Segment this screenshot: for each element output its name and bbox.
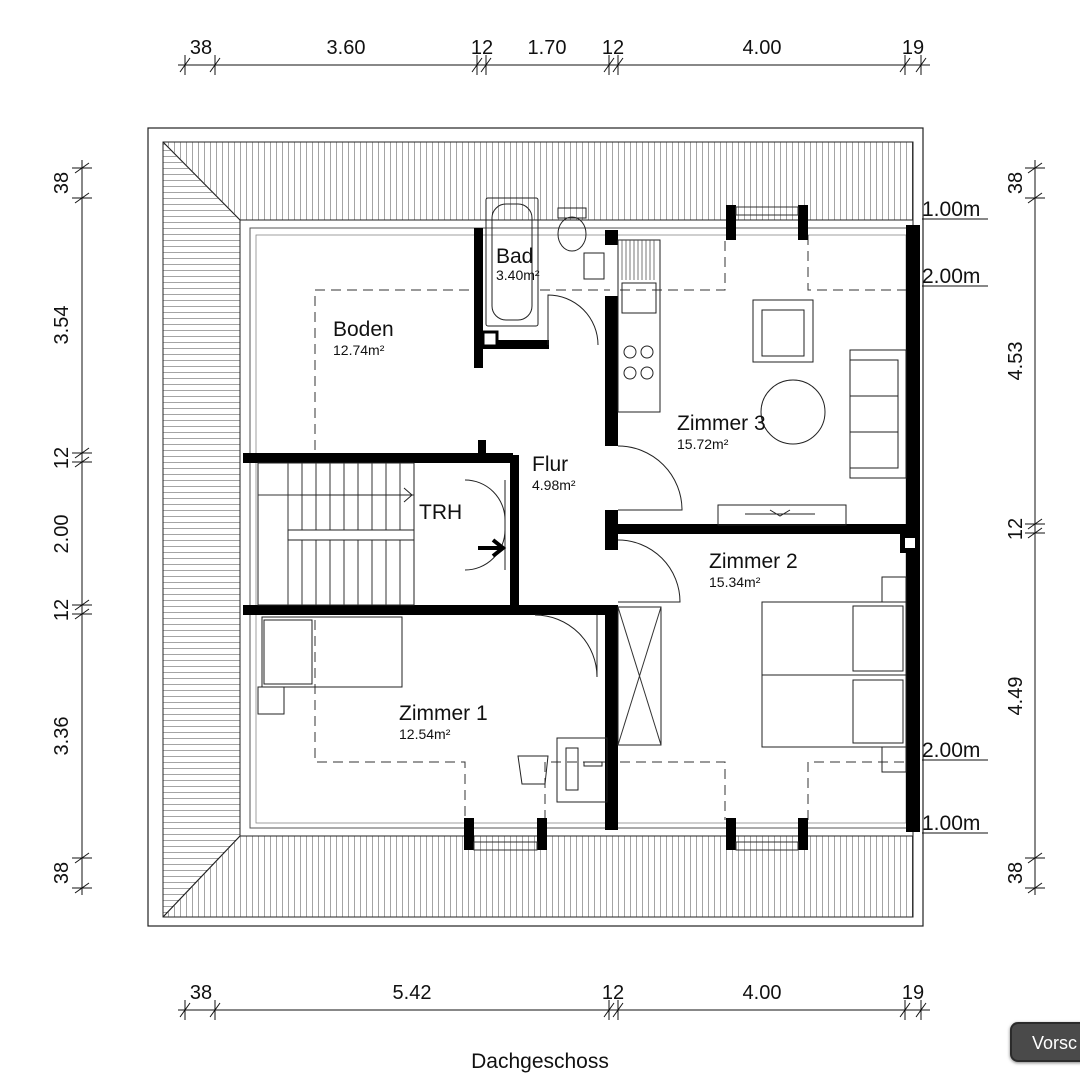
dim-bottom-3: 4.00 <box>743 982 782 1004</box>
height-marker-top-2m: 2.00m <box>922 265 980 288</box>
headroom-lines <box>314 235 910 820</box>
height-markers: 1.00m 2.00m 2.00m 1.00m <box>922 198 988 835</box>
dim-bottom-4: 19 <box>902 982 924 1004</box>
dim-top-0: 38 <box>190 37 212 59</box>
dim-left-6: 38 <box>51 862 73 884</box>
dim-top-3: 1.70 <box>528 37 567 59</box>
floor-title: Dachgeschoss <box>471 1050 609 1073</box>
room-flur-name: Flur <box>532 453 568 476</box>
room-bad-name: Bad <box>496 245 533 268</box>
dim-bottom-1: 5.42 <box>393 982 432 1004</box>
room-boden-area: 12.74m² <box>333 342 385 358</box>
dim-top-6: 19 <box>902 37 924 59</box>
room-boden-name: Boden <box>333 318 394 341</box>
room-zimmer2-area: 15.34m² <box>709 574 761 590</box>
room-zimmer1-name: Zimmer 1 <box>399 702 488 725</box>
height-marker-bottom-1m: 1.00m <box>922 812 980 835</box>
walls <box>243 205 920 851</box>
height-marker-bottom-2m: 2.00m <box>922 739 980 762</box>
room-zimmer3-name: Zimmer 3 <box>677 412 766 435</box>
dim-left-1: 3.54 <box>51 306 73 345</box>
height-marker-top-1m: 1.00m <box>922 198 980 221</box>
dim-right-1: 4.53 <box>1005 342 1027 381</box>
dimension-line-top: 38 3.60 12 1.70 12 4.00 19 <box>178 37 930 75</box>
roof <box>147 127 924 927</box>
dim-bottom-0: 38 <box>190 982 212 1004</box>
dim-left-0: 38 <box>51 172 73 194</box>
room-zimmer3-area: 15.72m² <box>677 436 729 452</box>
preview-button[interactable]: Vorsc <box>1010 1022 1080 1062</box>
dim-right-0: 38 <box>1005 172 1027 194</box>
room-flur-area: 4.98m² <box>532 477 576 493</box>
dimension-line-bottom: 38 5.42 12 4.00 19 <box>178 982 930 1020</box>
dimension-line-right: 38 4.53 12 4.49 38 <box>1005 160 1045 895</box>
dim-bottom-2: 12 <box>602 982 624 1004</box>
dim-left-5: 3.36 <box>51 717 73 756</box>
room-bad-area: 3.40m² <box>496 267 540 283</box>
dim-right-3: 4.49 <box>1005 677 1027 716</box>
room-labels: Bad 3.40m² Boden 12.74m² Zimmer 3 15.72m… <box>333 245 798 742</box>
dim-left-4: 12 <box>51 599 73 621</box>
dim-top-4: 12 <box>602 37 624 59</box>
room-zimmer1-area: 12.54m² <box>399 726 451 742</box>
dim-left-2: 12 <box>51 447 73 469</box>
dim-right-4: 38 <box>1005 862 1027 884</box>
dim-right-2: 12 <box>1005 518 1027 540</box>
dim-top-2: 12 <box>471 37 493 59</box>
dimension-line-left: 38 3.54 12 2.00 12 3.36 38 <box>51 160 92 895</box>
stair-label: TRH <box>419 501 462 524</box>
dim-top-5: 4.00 <box>743 37 782 59</box>
fixtures <box>257 197 907 803</box>
dim-top-1: 3.60 <box>327 37 366 59</box>
dim-left-3: 2.00 <box>51 515 73 554</box>
room-zimmer2-name: Zimmer 2 <box>709 550 798 573</box>
